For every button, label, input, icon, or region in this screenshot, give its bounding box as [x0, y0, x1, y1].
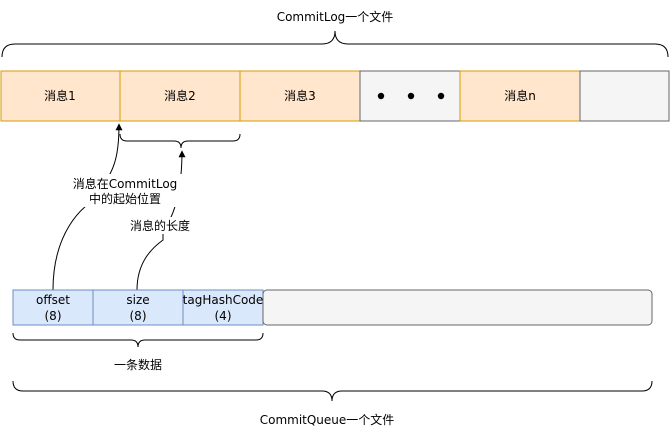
- commitlog-cell-empty: [579, 70, 670, 122]
- commitqueue-row: offset (8) size (8) tagHashCode (4): [12, 289, 653, 326]
- commitqueue-field-name: tagHashCode: [183, 293, 264, 307]
- commitlog-cell-message-1: [0, 70, 121, 122]
- commitqueue-field-name: size: [126, 293, 149, 307]
- commitlog-cell-label: 消息1: [44, 88, 76, 103]
- message-length-brace: [119, 133, 241, 149]
- annotation-message-length: 消息的长度: [130, 218, 190, 233]
- commitlog-cell-message-2: [119, 70, 241, 122]
- commitlog-cell-message-n: [459, 70, 581, 122]
- annotation-start-position-bg: [68, 174, 182, 207]
- commitqueue-field-size: (8): [45, 309, 62, 323]
- commitqueue-cell-empty: [262, 289, 653, 326]
- commitqueue-cell-size: [92, 289, 184, 326]
- commitqueue-field-size: (8): [130, 309, 147, 323]
- commitlog-cell-label: 消息3: [284, 88, 316, 103]
- commitqueue-field-name: offset: [36, 293, 70, 307]
- commitlog-brace: [1, 30, 669, 58]
- one-record-brace: [12, 332, 264, 348]
- commitqueue-title: CommitQueue一个文件: [260, 412, 395, 427]
- commitlog-cell-label: 消息n: [504, 88, 536, 103]
- commitqueue-cell-offset: [12, 289, 94, 326]
- ellipsis-dot: [437, 92, 445, 100]
- commitlog-row: 消息1 消息2 消息3 消息n: [0, 70, 670, 122]
- commitlog-title: CommitLog一个文件: [277, 9, 394, 24]
- ellipsis-dot: [377, 92, 385, 100]
- ellipsis-dot: [407, 92, 415, 100]
- commitlog-cell-message-3: [239, 70, 361, 122]
- annotation-start-position-line1: 消息在CommitLog: [73, 176, 178, 191]
- commitlog-cell-label: 消息2: [164, 88, 196, 103]
- annotation-one-record: 一条数据: [114, 357, 162, 372]
- commitqueue-cell-taghashcode: [182, 289, 264, 326]
- annotation-message-length-bg: [128, 217, 192, 234]
- annotation-start-position-line2: 中的起始位置: [89, 191, 161, 206]
- commitqueue-field-size: (4): [215, 309, 232, 323]
- commitqueue-brace: [12, 380, 653, 402]
